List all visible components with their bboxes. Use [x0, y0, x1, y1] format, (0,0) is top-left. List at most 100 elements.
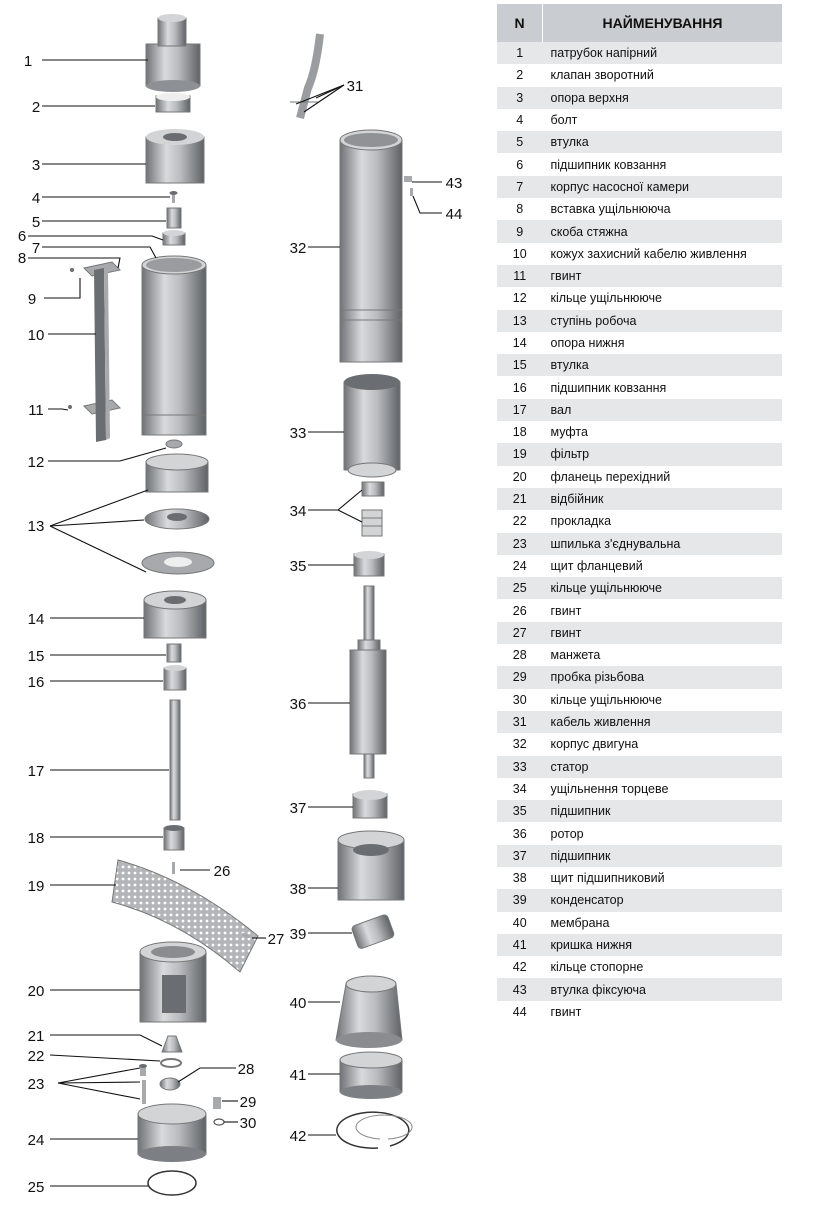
callout-37: 37: [290, 800, 307, 817]
callout-9: 9: [28, 291, 36, 308]
part-3-upper-support: [145, 129, 205, 184]
row-part-name: кільце ущільнююче: [542, 577, 782, 600]
callout-11: 11: [28, 402, 44, 419]
callout-35: 35: [290, 558, 307, 575]
part-27-screw: [241, 932, 251, 939]
table-row: 14 опора нижня: [497, 332, 782, 354]
row-number: 22: [512, 514, 527, 529]
part-4-bolt: [169, 191, 178, 203]
row-part-name: патрубок напірний: [542, 42, 782, 65]
row-number: 14: [512, 336, 527, 350]
row-part-name: фланець перехідний: [550, 469, 671, 484]
row-part-name: корпус двигуна: [550, 737, 639, 752]
row-part-name: муфта: [550, 425, 588, 440]
callout-21: 21: [28, 1028, 45, 1045]
part-38-bearing-shield: [337, 830, 405, 901]
callout-36: 36: [290, 696, 307, 713]
row-part-name: щит підшипниковий: [550, 871, 665, 886]
row-part-name: підшипник: [542, 844, 782, 867]
part-2-check-valve: [155, 93, 191, 113]
row-part-name: кабель живлення: [542, 710, 782, 734]
part-36-rotor: [349, 585, 387, 779]
part-16-slide-bearing: [163, 665, 187, 691]
part-8-9-sealing-insert-and-clamps: [68, 261, 122, 415]
row-number: 26: [512, 603, 527, 618]
row-number: 30: [512, 692, 527, 707]
row-number: 4: [516, 113, 524, 128]
callout-18: 18: [28, 830, 45, 847]
row-number: 18: [512, 425, 527, 440]
leader-lines: [28, 59, 442, 1187]
callout-29: 29: [240, 1094, 257, 1111]
row-number: 23: [497, 532, 543, 555]
callout-4: 4: [32, 190, 40, 207]
row-part-name: опора нижня: [550, 336, 625, 350]
part-22-gasket: [160, 1058, 182, 1068]
row-part-name: кільце ущільнююче: [550, 291, 662, 306]
row-part-name: болт: [550, 113, 578, 128]
callout-34: 34: [290, 503, 307, 520]
callout-30: 30: [240, 1115, 257, 1132]
part-29-threaded-plug: [213, 1097, 221, 1109]
callout-13: 13: [28, 518, 45, 535]
part-35-bearing: [353, 551, 385, 577]
part-31-power-cable: [290, 33, 324, 120]
row-part-name: гвинт: [550, 1004, 582, 1019]
part-1-discharge-nozzle: [145, 14, 201, 92]
row-number: 7: [497, 175, 543, 199]
row-part-name: прокладка: [550, 514, 612, 529]
row-number: 37: [497, 844, 543, 867]
table-row: 4 болт: [497, 109, 782, 131]
callout-14: 14: [28, 611, 45, 628]
table-row: 22 прокладка: [497, 510, 782, 532]
row-number: 41: [497, 933, 543, 957]
row-number: 5: [497, 131, 543, 154]
callout-6: 6: [18, 228, 26, 245]
exploded-pump-diagram: 1 2 3 4 5 6 7 8 9 10 11 12 13 14 15 16 1…: [18, 14, 462, 1196]
part-21-deflector: [161, 1035, 183, 1053]
row-part-name: підшипник ковзання: [550, 157, 667, 172]
header-n: N: [497, 4, 543, 42]
part-30-seal-ring: [213, 1118, 225, 1126]
part-10-cable-guard: [94, 268, 110, 442]
row-number: 42: [512, 960, 527, 975]
callout-25: 25: [28, 1179, 45, 1196]
header-name: НАЙМЕНУВАННЯ: [542, 4, 782, 42]
row-part-name: втулка фіксуюча: [542, 978, 782, 1001]
callout-10: 10: [28, 327, 45, 344]
part-26-screw: [172, 862, 175, 874]
callout-26: 26: [214, 863, 231, 880]
row-number: 36: [512, 826, 527, 841]
row-part-name: підшипник: [542, 800, 782, 823]
row-part-name: фільтр: [542, 443, 782, 466]
part-41-bottom-cover: [339, 1051, 403, 1099]
row-number: 8: [516, 202, 524, 217]
row-part-name: ступінь робоча: [542, 309, 782, 332]
callout-24: 24: [28, 1132, 45, 1149]
row-number: 9: [497, 220, 543, 243]
row-number: 15: [497, 354, 543, 377]
callout-32: 32: [290, 240, 307, 257]
part-24-flange-shield: [137, 1103, 207, 1162]
callout-2: 2: [32, 99, 40, 116]
row-number: 1: [497, 42, 543, 65]
part-34-mechanical-seal: [361, 481, 385, 537]
